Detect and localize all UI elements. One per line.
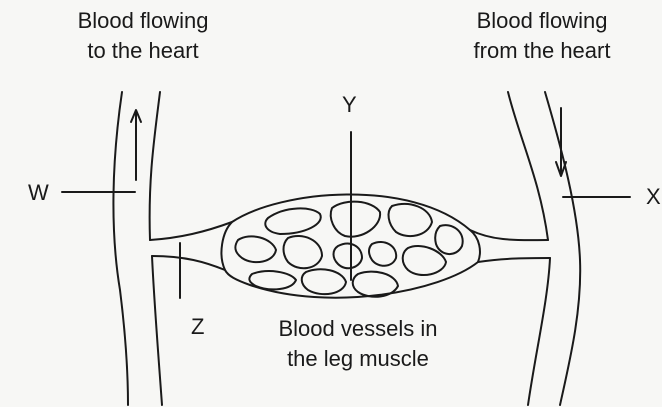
caption-to-heart-line2: to the heart (48, 36, 238, 66)
caption-from-heart-line1: Blood flowing (442, 6, 642, 36)
capillary-cell (265, 208, 320, 234)
channel-right-bottom (478, 258, 550, 262)
capillary-cell (435, 225, 462, 254)
marker-w: W (28, 182, 49, 204)
caption-leg-muscle-line1: Blood vessels in (258, 314, 458, 344)
capillary-cell (249, 271, 296, 289)
vein-right-wall-lower (152, 256, 162, 405)
marker-y: Y (342, 94, 357, 116)
capillary-cell (302, 269, 346, 294)
vein-right-wall-upper (150, 92, 160, 240)
caption-leg-muscle: Blood vessels in the leg muscle (258, 314, 458, 373)
channel-right-top (470, 230, 548, 240)
vein-left-wall (113, 92, 128, 405)
caption-from-heart: Blood flowing from the heart (442, 6, 642, 65)
marker-x: X (646, 186, 661, 208)
caption-to-heart-line1: Blood flowing (48, 6, 238, 36)
capillary-cell (284, 236, 323, 268)
capillary-cell (389, 204, 432, 236)
capillary-cell (353, 272, 398, 297)
artery-left-wall-upper (508, 92, 548, 240)
capillary-cell (369, 242, 396, 266)
artery-right-wall (545, 92, 580, 405)
marker-z: Z (191, 316, 204, 338)
artery-left-wall-lower (528, 258, 550, 405)
capillary-cell (331, 202, 380, 237)
caption-leg-muscle-line2: the leg muscle (258, 344, 458, 374)
capillary-cell (334, 244, 363, 269)
channel-left-bottom (152, 256, 225, 270)
capillary-cell (235, 236, 276, 262)
caption-to-heart: Blood flowing to the heart (48, 6, 238, 65)
channel-left-top (150, 222, 232, 240)
caption-from-heart-line2: from the heart (442, 36, 642, 66)
